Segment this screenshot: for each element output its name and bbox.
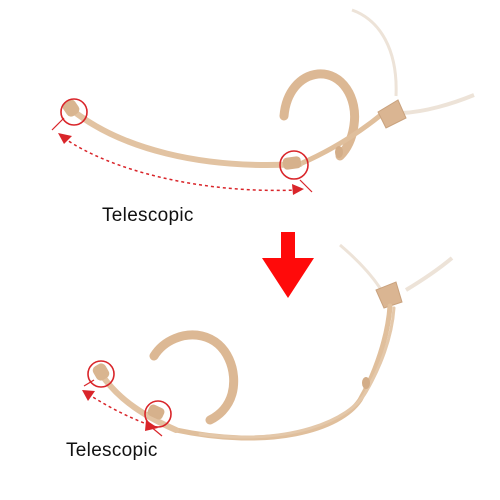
- ear-hook: [149, 330, 239, 425]
- highlight-circle-mic: [87, 360, 115, 388]
- frame-back: [297, 111, 385, 167]
- telescopic-label-bottom: Telescopic: [66, 440, 158, 461]
- range-arrowhead-right: [292, 184, 304, 195]
- cable-top: [339, 243, 382, 289]
- pointer-line-bottom: [149, 425, 163, 437]
- down-arrow-icon: [262, 232, 314, 298]
- pointer-line-top: [51, 117, 65, 131]
- cable-top: [351, 8, 398, 97]
- frame-back-outer: [198, 306, 396, 439]
- telescope-sleeve: [282, 156, 302, 170]
- boom-arm: [69, 107, 303, 168]
- headset-retracted: [82, 243, 454, 441]
- headset-extended: [51, 8, 475, 195]
- telescopic-label-top: Telescopic: [102, 205, 194, 226]
- boom-joint: [335, 146, 343, 158]
- ear-hook: [279, 69, 360, 161]
- pointer-line-top: [83, 379, 95, 387]
- mic-capsule: [62, 99, 80, 117]
- pointer-line-bottom: [299, 179, 313, 193]
- connector: [377, 99, 407, 129]
- range-arrowhead-left: [82, 390, 95, 401]
- telescope-range-line: [63, 137, 299, 192]
- mic-capsule: [92, 363, 110, 381]
- highlight-circle-mic: [60, 98, 88, 126]
- connector: [375, 281, 403, 309]
- cable-right: [401, 93, 475, 115]
- highlight-circle-sleeve: [279, 150, 309, 180]
- telescope-sleeve: [147, 404, 165, 420]
- highlight-circle-sleeve: [144, 400, 172, 428]
- cable-right: [404, 256, 454, 292]
- range-arrowhead-left: [58, 133, 72, 144]
- boom-joint: [362, 377, 370, 389]
- range-arrowhead-right: [145, 420, 158, 431]
- telescope-range-line: [87, 393, 153, 427]
